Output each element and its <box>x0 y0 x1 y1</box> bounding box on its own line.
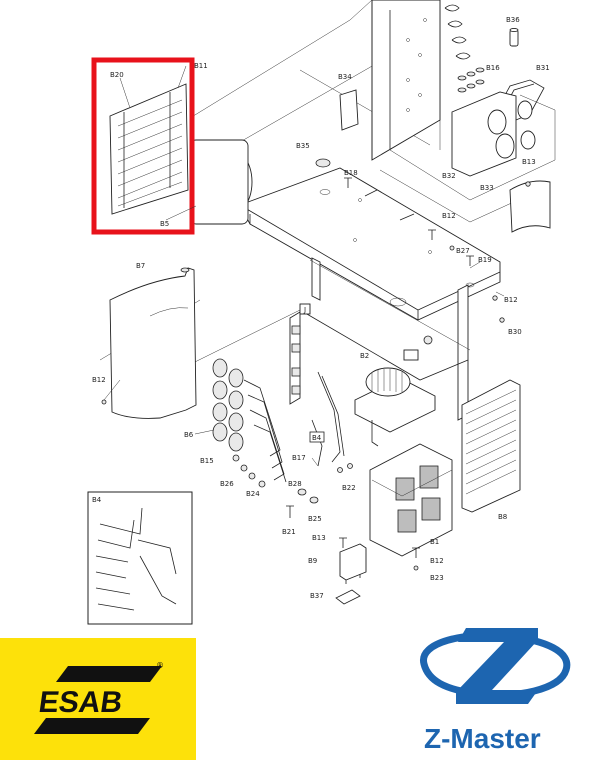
label-b13-bottom: B13 <box>312 534 326 542</box>
label-b24: B24 <box>246 490 260 498</box>
label-box-b4 <box>309 431 325 443</box>
zmaster-wordmark: Z-Master <box>424 723 541 754</box>
part-b9 <box>339 543 367 584</box>
lower-fasteners <box>232 454 420 571</box>
label-b15: B15 <box>200 457 214 465</box>
label-b28: B28 <box>288 480 302 488</box>
esab-registered-mark: ® <box>156 661 164 670</box>
label-b9: B9 <box>308 557 317 565</box>
label-b2: B2 <box>360 352 369 360</box>
part-b34 <box>339 89 359 131</box>
part-b16 <box>457 67 485 93</box>
label-b37: B37 <box>310 592 324 600</box>
part-b12-left <box>101 399 107 405</box>
label-b16: B16 <box>486 64 500 72</box>
part-b35 <box>315 158 331 168</box>
part-b32 <box>451 91 536 177</box>
esab-logo: ESAB ® <box>0 638 196 760</box>
label-b18: B18 <box>344 169 358 177</box>
esab-logo-mark: ESAB ® <box>34 661 164 734</box>
part-b36 <box>509 27 519 47</box>
part-b33 <box>509 180 551 233</box>
label-b32: B32 <box>442 172 456 180</box>
label-b25: B25 <box>308 515 322 523</box>
highlight-frame <box>91 57 195 235</box>
busbar-j <box>289 303 311 405</box>
transformer-b2 <box>354 335 436 447</box>
heatsink-b8 <box>461 379 521 513</box>
zmaster-logo-mark: Z-Master <box>420 628 571 754</box>
label-b4-inset: B4 <box>92 496 102 504</box>
fan-b5 <box>189 139 253 225</box>
top-fasteners <box>428 229 505 323</box>
label-b20: B20 <box>110 71 124 79</box>
wire-b4 <box>311 371 345 467</box>
label-b21: B21 <box>282 528 296 536</box>
label-b13-top: B13 <box>522 158 536 166</box>
zmaster-logo: Z-Master <box>396 612 600 760</box>
rear-panel <box>371 0 471 161</box>
label-b31: B31 <box>536 64 550 72</box>
inset-b4 <box>87 491 193 625</box>
label-b26: B26 <box>220 480 234 488</box>
label-b23: B23 <box>430 574 444 582</box>
label-b11: B11 <box>194 62 208 70</box>
label-b6: B6 <box>184 431 194 439</box>
module-b1 <box>369 443 453 557</box>
label-b5: B5 <box>160 220 169 228</box>
standoff <box>364 189 415 221</box>
cable-set <box>243 379 287 483</box>
label-b17: B17 <box>292 454 306 462</box>
label-b27: B27 <box>456 247 470 255</box>
label-b30: B30 <box>508 328 522 336</box>
label-b7: B7 <box>136 262 145 270</box>
part-b37 <box>335 589 361 605</box>
label-b8: B8 <box>498 513 507 521</box>
esab-wordmark: ESAB <box>37 686 125 719</box>
label-j: J <box>303 306 306 314</box>
cover-b7 <box>109 267 197 419</box>
label-b33: B33 <box>480 184 494 192</box>
base-plate <box>239 167 501 321</box>
label-b1: B1 <box>430 538 439 546</box>
label-b12-top: B12 <box>442 212 456 220</box>
label-b22: B22 <box>342 484 356 492</box>
part-labels: B36 B31 B16 B34 B20 B11 B35 B18 B32 B13 … <box>92 16 550 600</box>
leader-lines <box>103 65 505 467</box>
label-b12-left: B12 <box>92 376 106 384</box>
part-b18 <box>344 177 352 188</box>
label-b4: B4 <box>312 434 322 442</box>
label-b12-bottom: B12 <box>430 557 444 565</box>
ferrite-rings-b6 <box>212 358 244 452</box>
label-b19: B19 <box>478 256 492 264</box>
label-b12-right: B12 <box>504 296 518 304</box>
chassis-side <box>299 257 471 421</box>
label-b35: B35 <box>296 142 310 150</box>
label-b36: B36 <box>506 16 520 24</box>
louver-grille-b20 <box>109 83 189 215</box>
part-b13-screw <box>525 181 531 187</box>
label-b34: B34 <box>338 73 352 81</box>
